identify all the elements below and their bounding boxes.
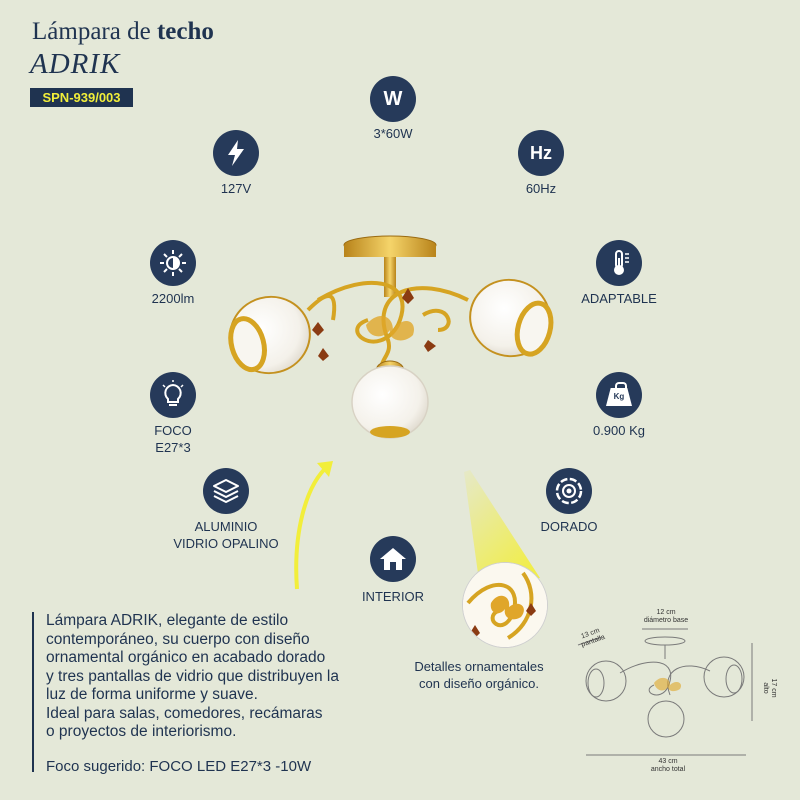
light-beam — [464, 470, 540, 588]
voltage-label: 127V — [220, 181, 252, 196]
detail-zoom-image — [462, 562, 548, 648]
wattage-icon: W — [370, 76, 416, 122]
wattage-label: 3*60W — [373, 126, 413, 141]
lightning-icon — [213, 130, 259, 176]
dimension-diagram — [577, 628, 753, 756]
bulb-icon — [150, 372, 196, 418]
lamp-illustration — [228, 235, 554, 439]
product-title: Lámpara de techo — [32, 18, 214, 45]
arrow-up-icon — [294, 461, 333, 590]
product-description: Lámpara ADRIK, elegante de estilo contem… — [46, 612, 339, 740]
layers-icon — [203, 468, 249, 514]
home-icon — [370, 536, 416, 582]
finish-icon — [546, 468, 592, 514]
temperature-label: ADAPTABLE — [581, 291, 657, 306]
weight-icon: Kg — [596, 372, 642, 418]
use-label: INTERIOR — [361, 589, 425, 604]
description-divider — [32, 612, 34, 772]
model-name: ADRIK — [30, 48, 121, 80]
suggested-bulb: Foco sugerido: FOCO LED E27*3 -10W — [46, 758, 312, 775]
thermometer-icon — [596, 240, 642, 286]
lumens-label: 2200lm — [151, 291, 195, 306]
finish-label: DORADO — [540, 519, 598, 534]
frequency-label: 60Hz — [525, 181, 557, 196]
frequency-icon: Hz — [518, 130, 564, 176]
brightness-icon — [150, 240, 196, 286]
weight-label: 0.900 Kg — [592, 423, 646, 438]
product-code-badge: SPN-939/003 — [30, 88, 133, 107]
